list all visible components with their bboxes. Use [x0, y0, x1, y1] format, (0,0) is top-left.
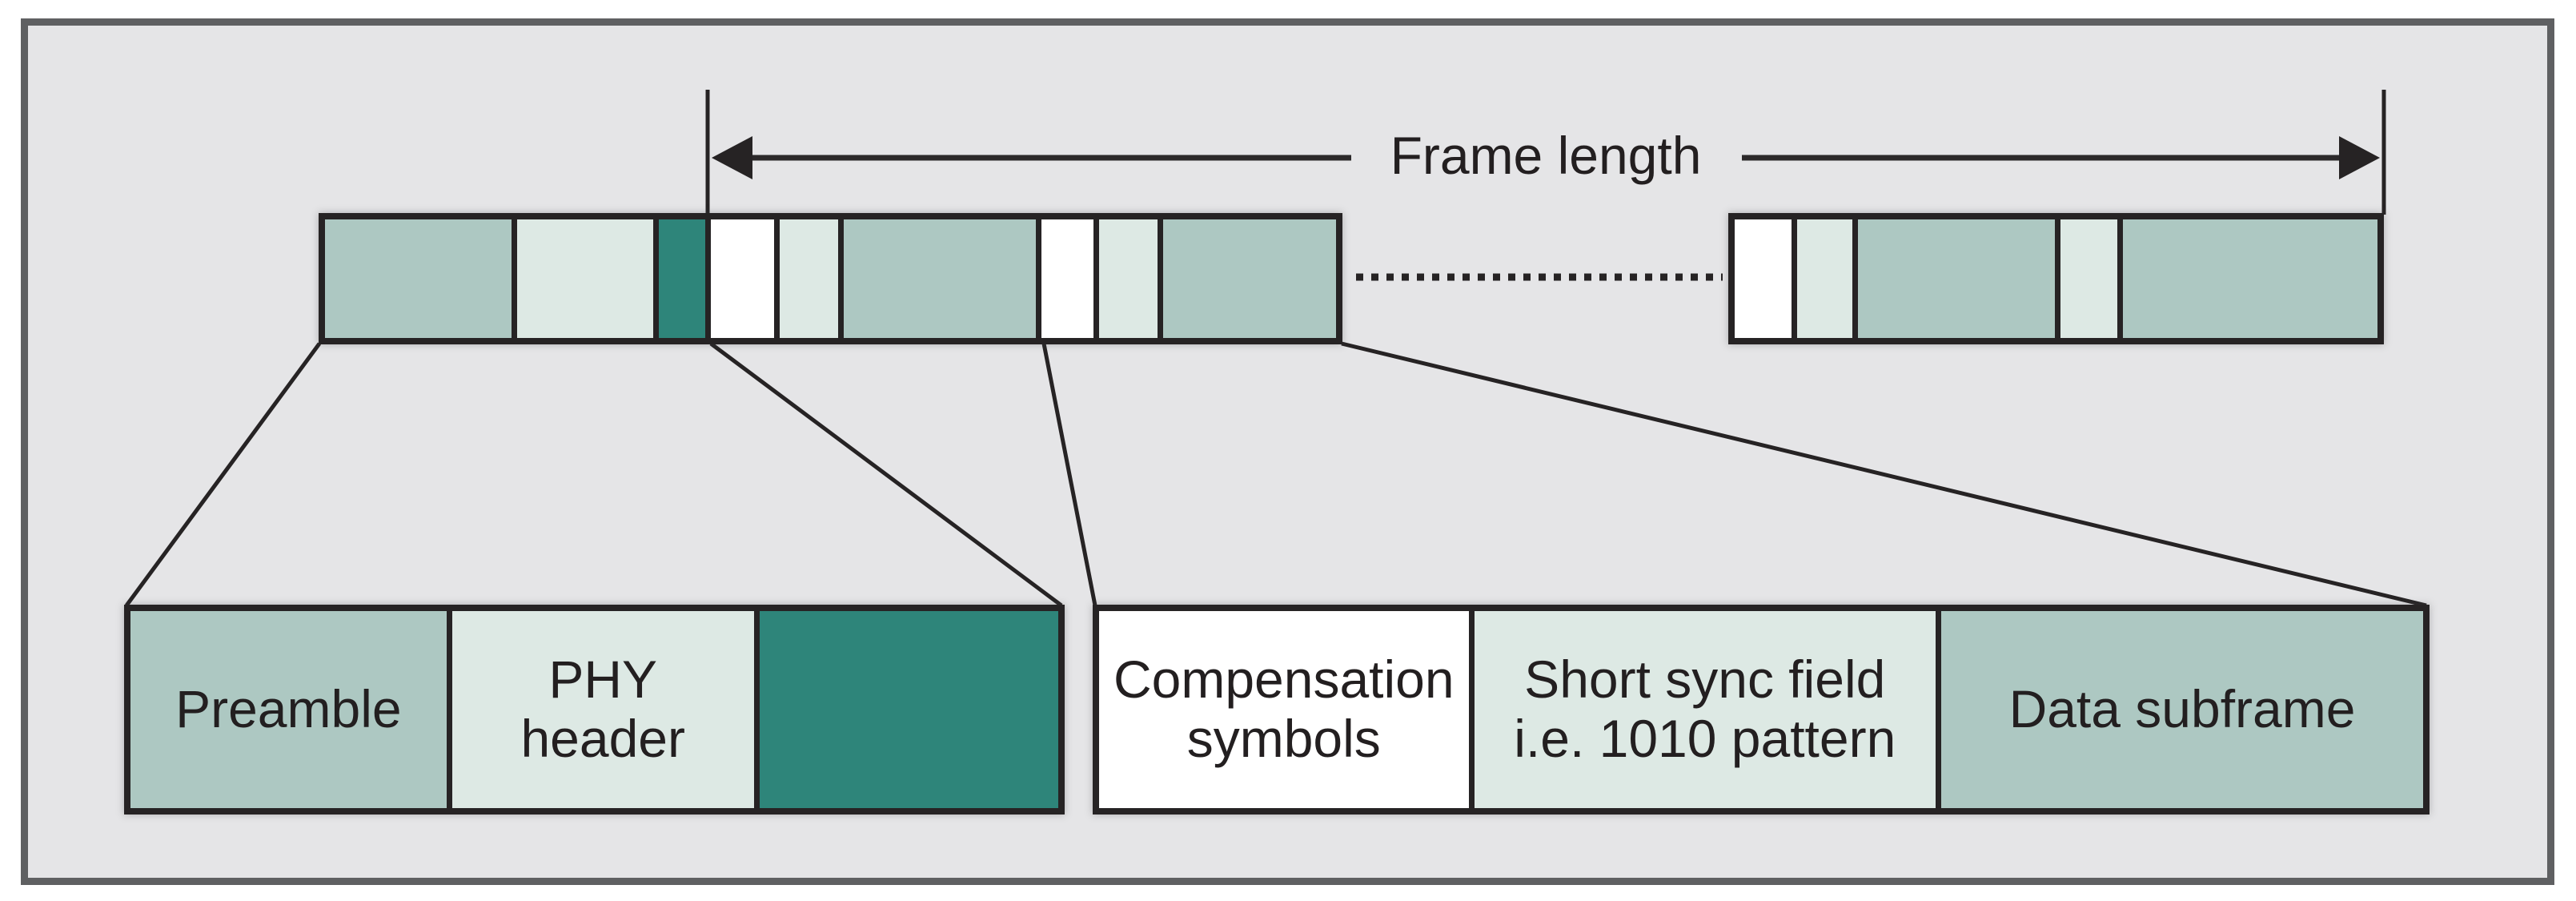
segment-compensation-symbols: Compensation symbols	[1099, 611, 1469, 808]
detail-box-subframe-fields: Compensation symbols Short sync field i.e…	[1093, 605, 2430, 815]
segment-short-sync-1	[773, 219, 839, 338]
segment-data-subframe-1	[838, 219, 1037, 338]
segment-compensation-symbols-1	[704, 219, 774, 338]
segment-label: PHY header	[520, 650, 685, 768]
segment-label: Data subframe	[2008, 679, 2356, 739]
segment-data-subframe-last	[2117, 219, 2377, 338]
segment-short-sync-field: Short sync field i.e. 1010 pattern	[1468, 611, 1936, 808]
segment-phy-header: PHY header	[446, 611, 754, 808]
segment-short-sync-n	[1791, 219, 1853, 338]
frame-bar-segment-row-left	[319, 213, 1342, 344]
segment-phy-header	[512, 219, 653, 338]
segment-label: Short sync field i.e. 1010 pattern	[1514, 650, 1896, 768]
frame-bar-segment-row-right	[1728, 213, 2384, 344]
frame-length-label: Frame length	[1390, 125, 1702, 185]
segment-unlabeled-dark-field	[753, 611, 1058, 808]
segment-label: Preamble	[175, 679, 402, 739]
segment-data-subframe-2	[1157, 219, 1336, 338]
segment-label: Compensation symbols	[1113, 650, 1455, 768]
segment-data-subframe: Data subframe	[1936, 611, 2423, 808]
segment-dark-field	[652, 219, 705, 338]
detail-box-phy-fields: Preamble PHY header	[124, 605, 1065, 815]
segment-preamble: Preamble	[130, 611, 447, 808]
segment-preamble	[325, 219, 512, 338]
segment-short-sync-last	[2055, 219, 2118, 338]
segment-compensation-symbols-2	[1036, 219, 1094, 338]
segment-short-sync-2	[1093, 219, 1158, 338]
segment-data-subframe-n	[1852, 219, 2056, 338]
segment-compensation-symbols-n	[1735, 219, 1792, 338]
